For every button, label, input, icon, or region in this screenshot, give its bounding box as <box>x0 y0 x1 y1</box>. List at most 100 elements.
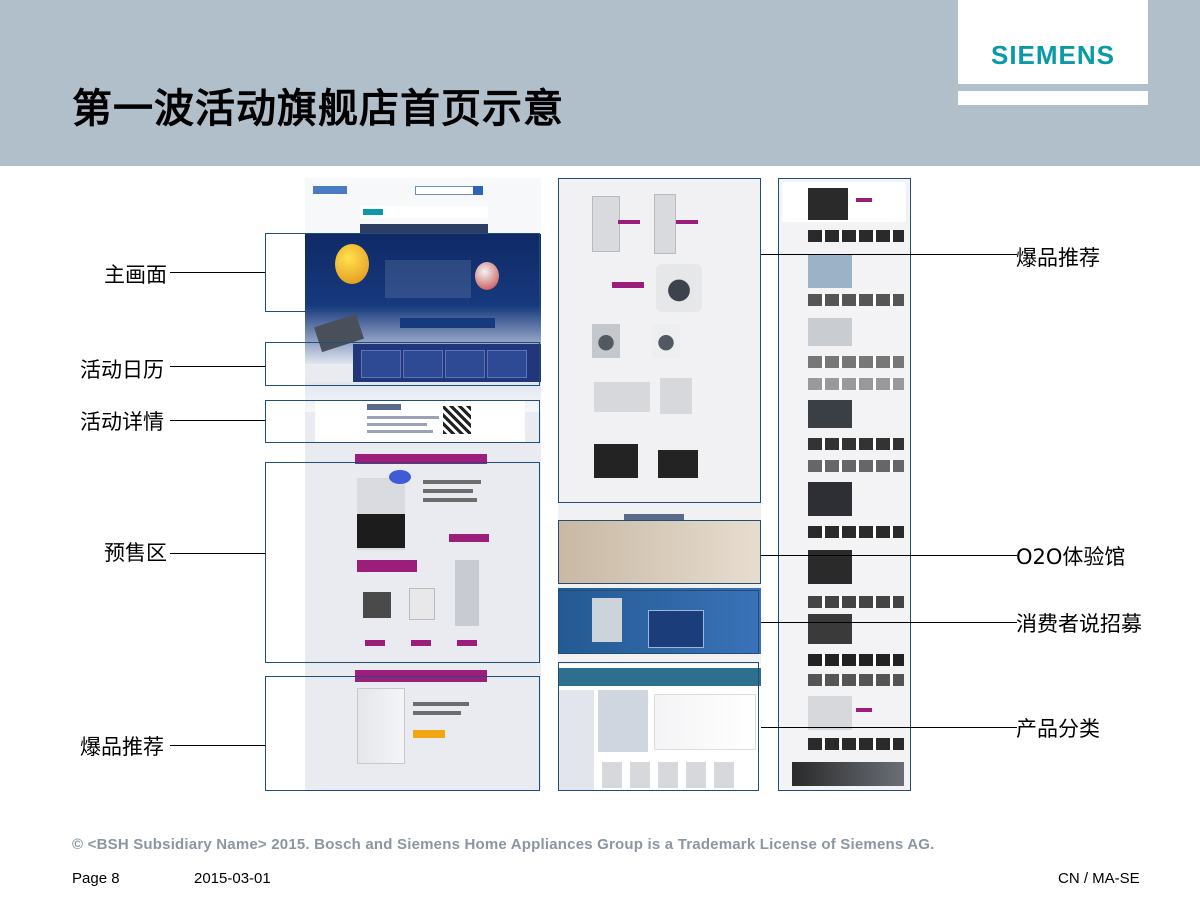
product-text-line <box>413 711 461 715</box>
cooktop-image <box>357 514 405 548</box>
callout-line <box>170 366 265 367</box>
category-item-image <box>686 762 706 788</box>
frame-main-banner <box>265 233 540 312</box>
presale-subsection-bar <box>357 560 417 572</box>
logo-divider <box>958 91 1148 105</box>
store-logo-icon <box>313 186 347 194</box>
product-row-image <box>808 596 904 608</box>
store-nav-bar <box>360 224 488 234</box>
calendar-cell <box>361 350 401 378</box>
washer-image <box>808 318 852 346</box>
callout-line <box>170 553 265 554</box>
frame-presale <box>265 462 540 663</box>
product-price-tag <box>612 282 644 288</box>
frame-product-categories <box>558 662 759 791</box>
footer-copyright: © <BSH Subsidiary Name> 2015. Bosch and … <box>72 836 935 853</box>
product-price-tag <box>856 198 872 202</box>
presale-text-line <box>423 498 477 502</box>
footer-region: CN / MA-SE <box>1058 870 1140 887</box>
product-price-tag <box>676 220 698 224</box>
balloon-icon <box>475 262 499 290</box>
category-product-image <box>598 690 648 752</box>
detail-heading <box>367 404 401 410</box>
callout-presale: 预售区 <box>104 541 167 565</box>
detail-text-line <box>367 416 439 419</box>
siemens-logo-text: SIEMENS <box>990 40 1116 70</box>
category-item-image <box>714 762 734 788</box>
callout-line <box>170 420 265 421</box>
oven-image <box>594 444 638 478</box>
presale-badge-icon <box>389 470 411 484</box>
presale-item-button <box>365 640 385 646</box>
callout-line <box>761 727 1017 728</box>
dishwasher-image <box>660 378 692 414</box>
product-image <box>808 254 852 288</box>
presale-buy-button <box>449 534 489 542</box>
callout-activity-details: 活动详情 <box>80 410 164 434</box>
calendar-cell <box>403 350 443 378</box>
callout-line <box>170 745 265 746</box>
callout-line <box>761 622 1017 623</box>
washer-image <box>656 264 702 312</box>
page-title: 第一波活动旗舰店首页示意 <box>72 86 564 132</box>
frame-activity-details <box>265 400 540 443</box>
detail-text-line <box>367 423 427 426</box>
presale-item-button <box>411 640 431 646</box>
product-price-tag <box>618 220 640 224</box>
oven-image <box>808 188 848 220</box>
callout-line <box>761 555 1017 556</box>
store-search-input <box>415 186 475 195</box>
detail-text-line <box>367 430 433 433</box>
category-sidebar <box>558 690 594 790</box>
qr-code-icon <box>443 406 471 434</box>
product-row-image <box>808 738 904 750</box>
category-item-image <box>630 762 650 788</box>
buy-now-button <box>413 730 445 738</box>
product-row-image <box>808 654 904 666</box>
footer-date: 2015-03-01 <box>194 870 271 887</box>
homepage-mockup-middle <box>558 178 761 790</box>
banner-subtitle-strip <box>400 318 495 328</box>
washer-row-image <box>808 356 904 368</box>
frame-hot-products-right <box>558 178 761 503</box>
store-search-button <box>473 186 483 195</box>
oven-row-image <box>808 230 904 242</box>
hood-row-image <box>808 460 904 472</box>
presale-text-line <box>423 480 481 484</box>
cooktop-image <box>808 400 852 428</box>
homepage-mockup-top <box>305 178 541 790</box>
double-door-fridge-image <box>357 688 405 764</box>
siemens-logo: SIEMENS <box>958 0 1148 84</box>
washer-image <box>592 324 620 358</box>
dishwasher-image <box>594 382 650 412</box>
fridge-image <box>592 196 620 252</box>
category-item-image <box>658 762 678 788</box>
calendar-cell <box>487 350 527 378</box>
hood-row-image <box>808 438 904 450</box>
washer-row-image <box>808 378 904 390</box>
category-nav-bar <box>558 668 761 686</box>
fridge-image <box>455 560 479 626</box>
presale-item-button <box>457 640 477 646</box>
washer-image <box>652 324 680 358</box>
category-promo-banner <box>654 694 756 750</box>
frame-product-list <box>778 178 911 791</box>
dishwasher-image <box>808 482 852 516</box>
product-row-image <box>808 294 904 306</box>
appliance-image <box>592 598 622 642</box>
calendar-cell <box>445 350 485 378</box>
footer-page-number: Page 8 <box>72 870 120 887</box>
oven-image <box>658 450 698 478</box>
fridge-image <box>654 194 676 254</box>
balloon-icon <box>335 244 369 284</box>
callout-main-banner: 主画面 <box>104 263 167 287</box>
callout-line <box>761 254 1017 255</box>
callout-o2o: O2O体验馆 <box>1016 545 1126 569</box>
homepage-mockup-product-list <box>778 178 911 790</box>
callout-product-categories: 产品分类 <box>1016 717 1100 741</box>
category-item-image <box>602 762 622 788</box>
cooktop-image <box>808 614 852 644</box>
presale-text-line <box>423 489 473 493</box>
range-hood-image <box>363 592 391 618</box>
footer-banner-image <box>792 762 904 786</box>
